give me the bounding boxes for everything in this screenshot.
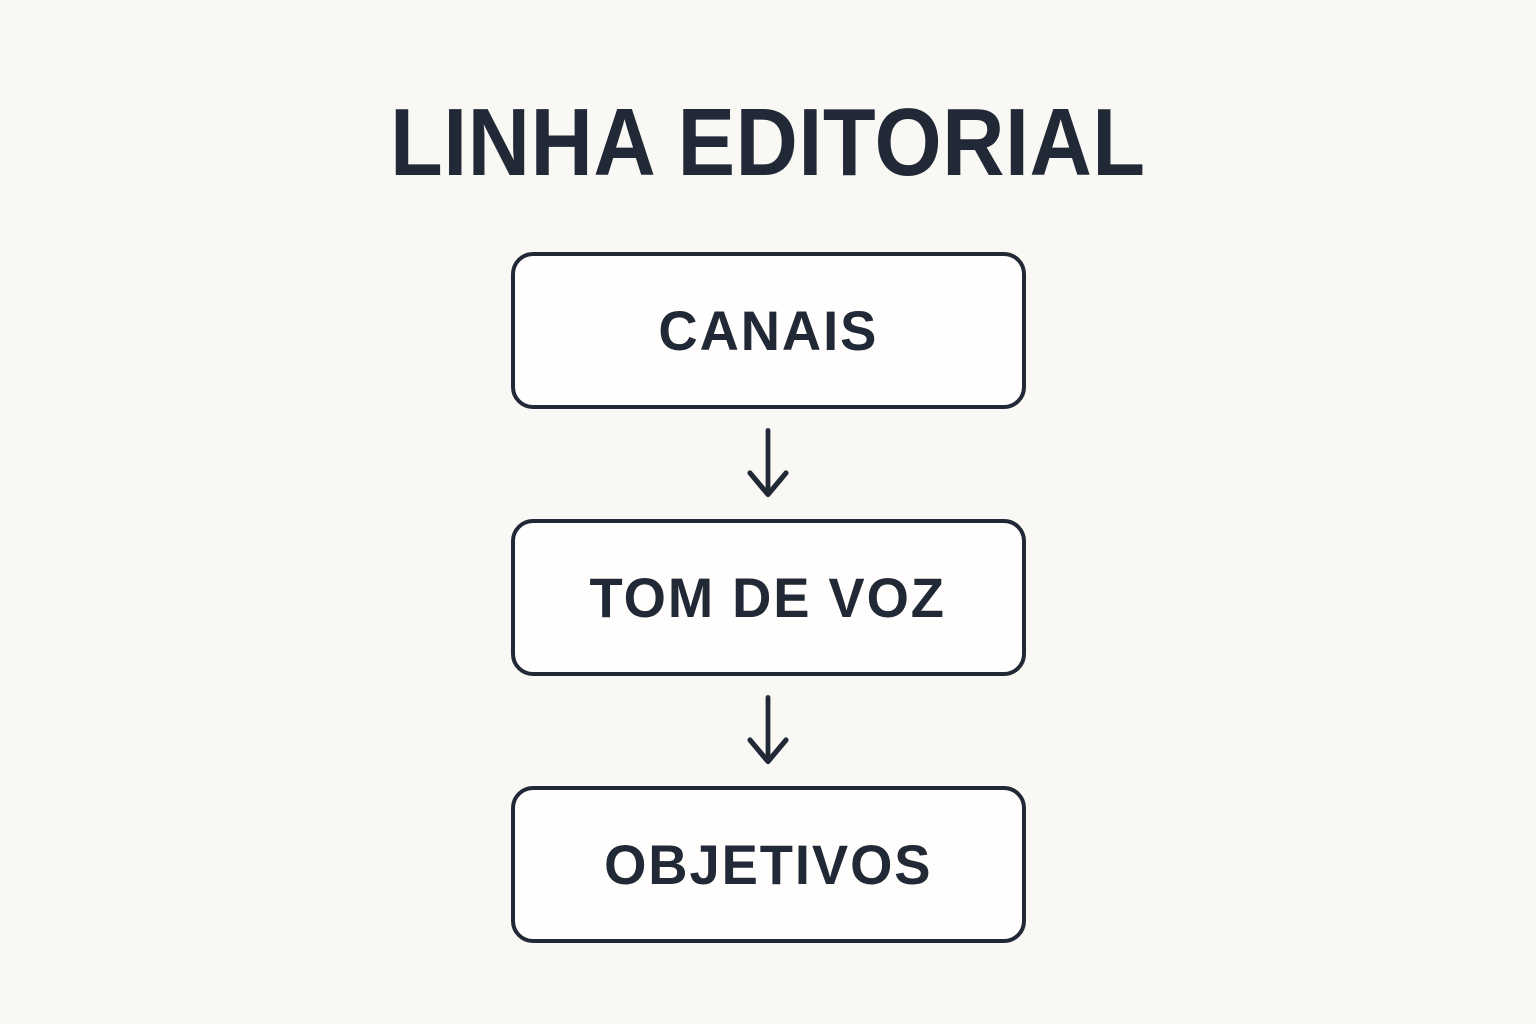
down-arrow-icon: [747, 427, 789, 497]
flow-node-label: OBJETIVOS: [603, 832, 933, 896]
flow-node-canais: CANAIS: [510, 251, 1026, 409]
flow-node-label: CANAIS: [658, 298, 878, 362]
flow-node-tom-de-voz: TOM DE VOZ: [510, 518, 1026, 676]
flow-node-label: TOM DE VOZ: [589, 565, 947, 629]
page-title: LINHA EDITORIAL: [390, 89, 1146, 196]
down-arrow-icon: [747, 694, 789, 764]
flowchart: CANAIS TOM DE VOZ OBJETIVOS: [510, 251, 1026, 943]
flow-node-objetivos: OBJETIVOS: [510, 785, 1026, 943]
